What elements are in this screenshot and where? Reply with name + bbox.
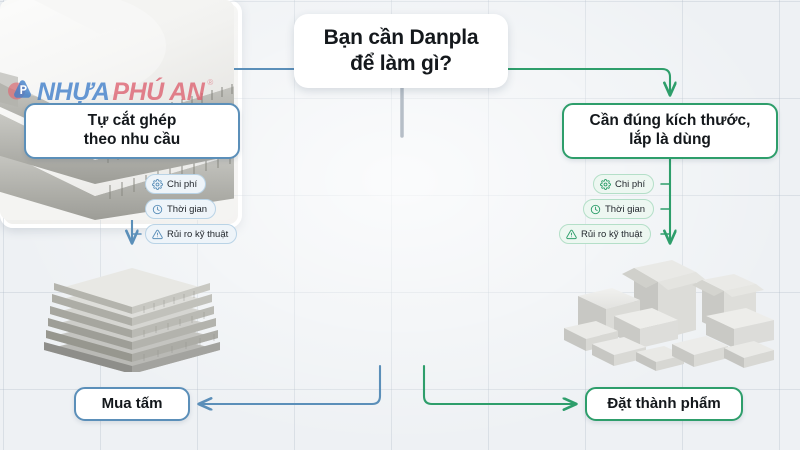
gear-icon — [152, 178, 163, 190]
chip-right-time[interactable]: Thời gian — [583, 199, 655, 219]
stacked-danpla-sheets-photo — [26, 252, 238, 374]
branch-box-right[interactable]: Cần đúng kích thước, lắp là dùng — [562, 103, 778, 159]
clock-icon — [152, 204, 163, 215]
branch-left-line-1: Tự cắt ghép — [87, 112, 177, 130]
chip-left-time[interactable]: Thời gian — [145, 199, 217, 219]
chip-right-risk-label: Rủi ro kỹ thuật — [581, 228, 643, 240]
chip-left-cost[interactable]: Chi phí — [145, 174, 207, 194]
result-box-left[interactable]: Mua tấm — [74, 387, 190, 421]
chip-right-cost-label: Chi phí — [615, 178, 646, 190]
question-title-line-2: để làm gì? — [350, 52, 452, 75]
gear-icon — [600, 178, 611, 190]
warning-triangle-icon — [152, 229, 163, 240]
clock-icon — [590, 204, 601, 215]
chip-right-cost[interactable]: Chi phí — [593, 174, 655, 194]
branch-right-line-2: lắp là dùng — [629, 131, 711, 148]
branch-right-line-1: Cần đúng kích thước, — [589, 112, 751, 130]
warning-triangle-icon — [566, 229, 577, 240]
chip-right-risk[interactable]: Rủi ro kỹ thuật — [559, 224, 652, 244]
result-box-right[interactable]: Đặt thành phẩm — [585, 387, 743, 421]
finished-danpla-boxes-photo — [560, 252, 784, 372]
question-title-line-1: Bạn cần Danpla — [323, 26, 479, 50]
result-left-label: Mua tấm — [101, 394, 163, 412]
result-right-label: Đặt thành phẩm — [607, 394, 721, 412]
chip-right-time-label: Thời gian — [605, 203, 646, 215]
chip-left-risk-label: Rủi ro kỹ thuật — [167, 228, 229, 240]
chip-left-cost-label: Chi phí — [167, 178, 198, 190]
question-title-box: Bạn cần Danpla để làm gì? — [294, 14, 508, 88]
chip-left-risk[interactable]: Rủi ro kỹ thuật — [145, 224, 238, 244]
chip-left-time-label: Thời gian — [167, 203, 208, 215]
branch-box-left[interactable]: Tự cắt ghép theo nhu cầu — [24, 103, 240, 159]
branch-left-line-2: theo nhu cầu — [83, 131, 181, 148]
